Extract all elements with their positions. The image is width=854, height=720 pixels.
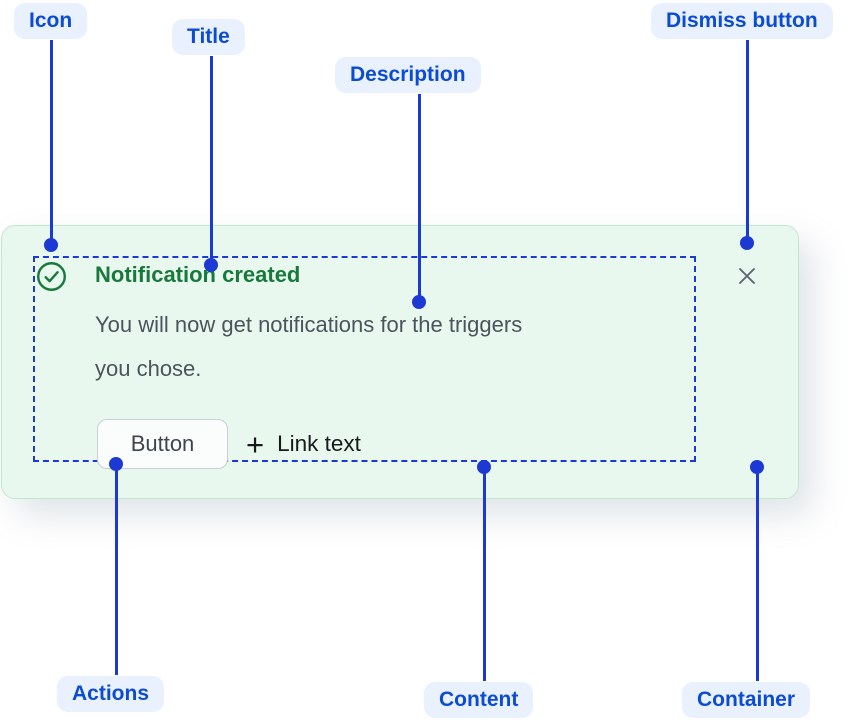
dismiss-callout-dot — [740, 236, 754, 250]
description-callout-dot — [412, 295, 426, 309]
flag-action-link[interactable]: + Link text — [246, 419, 361, 469]
flag-description-line1: You will now get notifications for the t… — [95, 312, 523, 337]
flag-link-label: Link text — [277, 431, 361, 456]
flag-description-line2: you chose. — [95, 356, 202, 381]
label-content: Content — [424, 682, 534, 718]
container-callout-dot — [750, 460, 764, 474]
container-callout-line — [756, 467, 759, 681]
icon-callout-line — [50, 40, 53, 245]
label-icon: Icon — [14, 3, 88, 39]
title-callout-dot — [204, 258, 218, 272]
actions-callout-line — [115, 464, 118, 675]
dismiss-button[interactable] — [732, 262, 762, 292]
flag-title: Notification created — [95, 262, 301, 287]
label-actions: Actions — [57, 676, 165, 712]
actions-callout-dot — [109, 457, 123, 471]
icon-callout-dot — [44, 238, 58, 252]
content-outline — [33, 256, 696, 462]
content-callout-line — [483, 467, 486, 681]
dismiss-callout-line — [746, 40, 749, 243]
title-callout-line — [210, 56, 213, 265]
label-description: Description — [335, 57, 481, 93]
label-title: Title — [172, 19, 245, 55]
check-circle-icon — [36, 261, 67, 292]
close-icon — [735, 264, 759, 291]
content-callout-dot — [477, 460, 491, 474]
description-callout-line — [418, 94, 421, 302]
flag-action-button-label: Button — [130, 431, 195, 456]
label-dismiss-button: Dismiss button — [651, 3, 833, 39]
flag-description: You will now get notifications for the t… — [95, 303, 715, 391]
plus-icon: + — [246, 426, 265, 462]
label-container: Container — [682, 682, 811, 718]
